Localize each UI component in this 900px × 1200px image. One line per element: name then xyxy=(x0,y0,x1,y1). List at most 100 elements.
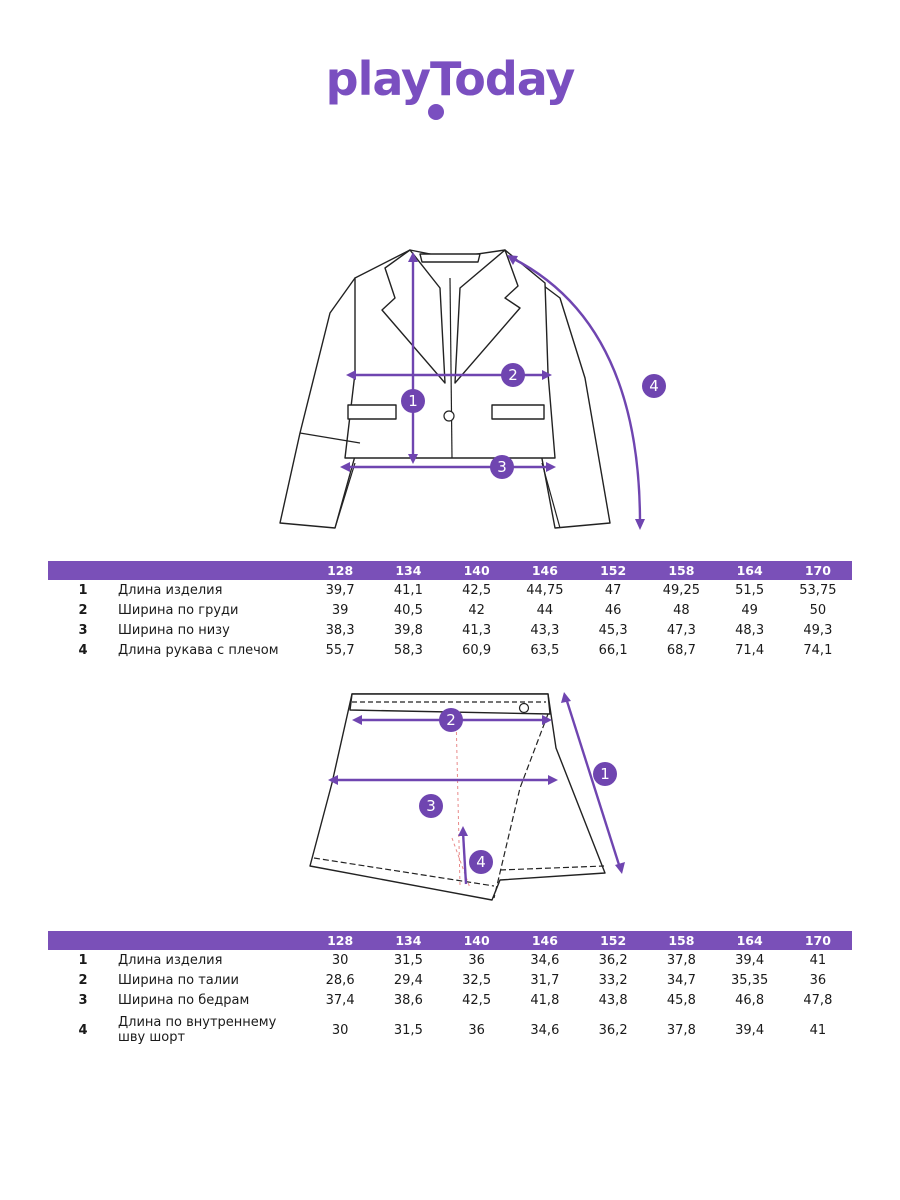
jacket-badge-2 xyxy=(501,363,525,387)
row-label: Длина рукава с плечом xyxy=(118,642,279,658)
size-header: 158 xyxy=(668,563,695,578)
row-number: 4 xyxy=(78,642,88,658)
cell-value: 44,75 xyxy=(526,582,564,598)
size-header: 134 xyxy=(395,933,422,948)
size-header: 128 xyxy=(327,563,354,578)
cell-value: 44 xyxy=(536,602,554,618)
cell-value: 34,7 xyxy=(666,972,696,988)
svg-text:2: 2 xyxy=(446,711,456,729)
row-number: 3 xyxy=(78,992,88,1008)
table-row: 2 Ширина по талии 28,6 29,4 32,5 31,7 33… xyxy=(48,970,852,990)
skort-waistband xyxy=(349,693,551,715)
skort-body xyxy=(309,693,606,901)
table-row: 2 Ширина по груди 39 40,5 42 44 46 48 49… xyxy=(48,600,852,620)
size-header: 140 xyxy=(463,933,490,948)
skort-wrap-edge xyxy=(493,713,549,899)
table-row: 4 Длина по внутреннему шву шорт 30 31,5 … xyxy=(48,1010,852,1050)
cell-value: 41,8 xyxy=(530,992,560,1008)
size-header: 164 xyxy=(736,933,763,948)
size-header: 134 xyxy=(395,563,422,578)
svg-text:4: 4 xyxy=(649,377,659,395)
cell-value: 39,8 xyxy=(393,622,423,638)
cell-value: 49 xyxy=(741,602,758,618)
cell-value: 34,6 xyxy=(530,1022,560,1038)
jacket-size-table: 128 134 140 146 152 158 164 170 1 Длина … xyxy=(48,561,852,660)
size-header: 170 xyxy=(804,933,831,948)
cell-value: 53,75 xyxy=(799,582,837,598)
table-row: 1 Длина изделия 30 31,5 36 34,6 36,2 37,… xyxy=(48,950,852,970)
cell-value: 39,7 xyxy=(325,582,355,598)
table-row: 3 Ширина по низу 38,3 39,8 41,3 43,3 45,… xyxy=(48,620,852,640)
svg-text:1: 1 xyxy=(408,392,418,410)
cell-value: 43,3 xyxy=(530,622,560,638)
svg-text:3: 3 xyxy=(426,797,436,815)
row-number: 1 xyxy=(78,582,88,598)
cell-value: 45,8 xyxy=(666,992,696,1008)
jacket-sleeve-line xyxy=(511,256,642,524)
svg-text:1: 1 xyxy=(600,765,610,783)
row-number: 3 xyxy=(78,622,88,638)
cell-value: 60,9 xyxy=(462,642,492,658)
jacket-left-sleeve xyxy=(279,277,363,529)
jacket-table-header: 128 134 140 146 152 158 164 170 xyxy=(48,561,852,580)
cell-value: 48 xyxy=(673,602,690,618)
row-number: 4 xyxy=(78,1022,88,1038)
cell-value: 74,1 xyxy=(803,642,833,658)
cell-value: 68,7 xyxy=(666,642,696,658)
cell-value: 37,8 xyxy=(666,1022,696,1038)
cell-value: 42 xyxy=(468,602,485,618)
cell-value: 37,4 xyxy=(325,992,355,1008)
brand-logo-dot xyxy=(428,104,444,120)
cell-value: 42,5 xyxy=(462,582,492,598)
skort-length-line xyxy=(564,697,622,869)
skort-badges: 1 2 3 4 xyxy=(419,708,617,874)
jacket-right-pocket xyxy=(491,404,545,420)
size-header: 146 xyxy=(531,933,558,948)
cell-value: 39,4 xyxy=(735,1022,765,1038)
brand-logo-text: playToday xyxy=(325,52,576,106)
size-header: 128 xyxy=(327,933,354,948)
cell-value: 36 xyxy=(468,1022,485,1038)
cell-value: 36 xyxy=(468,952,485,968)
cell-value: 35,35 xyxy=(731,972,769,988)
cell-value: 63,5 xyxy=(530,642,560,658)
cell-value: 41 xyxy=(809,1022,827,1038)
size-header: 152 xyxy=(600,933,627,948)
cell-value: 34,6 xyxy=(530,952,560,968)
row-label: Ширина по талии xyxy=(118,972,239,988)
cell-value: 30 xyxy=(331,1022,349,1038)
size-header: 170 xyxy=(804,563,831,578)
cell-value: 46,8 xyxy=(735,992,765,1008)
cell-value: 71,4 xyxy=(735,642,765,658)
skort-badge-2 xyxy=(439,708,463,732)
cell-value: 49,3 xyxy=(803,622,833,638)
cell-value: 39,4 xyxy=(735,952,765,968)
cell-value: 31,7 xyxy=(530,972,560,988)
cell-value: 58,3 xyxy=(393,642,423,658)
brand-logo: playToday xyxy=(0,52,900,106)
jacket-diagram: 1 2 3 4 xyxy=(279,249,666,530)
row-label: Длина изделия xyxy=(118,952,223,968)
cell-value: 29,4 xyxy=(393,972,423,988)
cell-value: 41 xyxy=(809,952,827,968)
skort-button xyxy=(518,702,530,714)
skort-size-table: 128 134 140 146 152 158 164 170 1 Длина … xyxy=(48,931,852,1050)
cell-value: 33,2 xyxy=(598,972,628,988)
jacket-button xyxy=(443,410,455,422)
cell-value: 46 xyxy=(604,602,622,618)
cell-value: 36,2 xyxy=(598,1022,628,1038)
size-header: 158 xyxy=(668,933,695,948)
row-number: 1 xyxy=(78,952,88,968)
cell-value: 47,8 xyxy=(803,992,833,1008)
jacket-collar xyxy=(419,253,481,263)
cell-value: 41,3 xyxy=(462,622,492,638)
cell-value: 47 xyxy=(604,582,622,598)
size-header: 140 xyxy=(463,563,490,578)
svg-text:2: 2 xyxy=(508,366,518,384)
cell-value: 32,5 xyxy=(462,972,492,988)
table-row: 4 Длина рукава с плечом 55,7 58,3 60,9 6… xyxy=(48,640,852,660)
table-row: 1 Длина изделия 39,7 41,1 42,5 44,75 47 … xyxy=(48,580,852,600)
cell-value: 31,5 xyxy=(393,1022,423,1038)
cell-value: 66,1 xyxy=(598,642,628,658)
cell-value: 30 xyxy=(331,952,349,968)
